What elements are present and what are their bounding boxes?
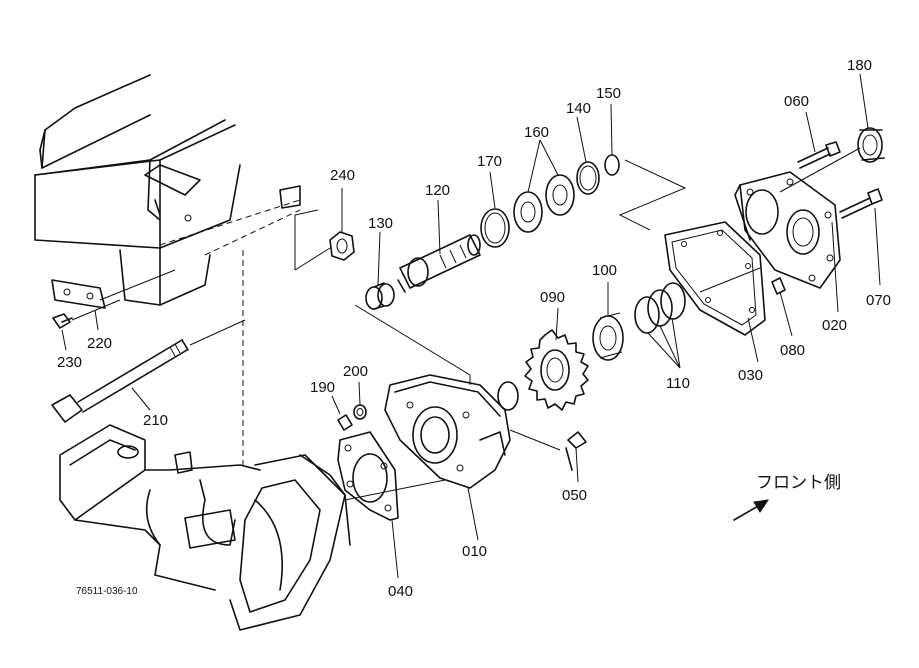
part-170-circlip [480,208,510,248]
part-080-pin [771,277,786,295]
gear-circlip [497,381,519,411]
part-050-bolt [565,431,587,471]
label-220: 220 [87,335,112,352]
part-040-gasket [337,431,399,521]
frame-hidden-line [204,209,301,256]
frame-hidden-line [159,199,301,246]
label-120: 120 [425,182,450,199]
label-070: 070 [866,292,891,309]
part-210-bolt [51,339,189,423]
transmission-housing [59,424,351,631]
part-030-gasket [664,221,766,336]
label-090: 090 [540,289,565,306]
part-090-gear [524,329,589,411]
part-160-bearings [513,174,575,233]
label-030: 030 [738,367,763,384]
label-010: 010 [462,543,487,560]
label-230: 230 [57,354,82,371]
label-180: 180 [847,57,872,74]
label-240: 240 [330,167,355,184]
front-direction-indicator: フロント側 [733,473,841,521]
part-240-nut [329,231,355,261]
label-200: 200 [343,363,368,380]
part-100-bearing [592,312,624,361]
label-170: 170 [477,153,502,170]
label-020: 020 [822,317,847,334]
label-110: 110 [666,375,690,392]
label-210: 210 [143,412,168,429]
part-number-labels: 240 130 120 170 160 140 150 060 180 070 … [57,57,891,600]
part-220-plate [51,279,106,309]
front-side-label: フロント側 [756,473,841,493]
chassis-frame [34,74,301,306]
part-130-bushing [365,282,395,310]
part-120-shaft [397,234,481,293]
part-070-bolt [839,188,883,219]
part-010-cover [384,374,511,489]
label-130: 130 [368,215,393,232]
label-150: 150 [596,85,621,102]
label-100: 100 [592,262,617,279]
drawing-number: 76511-036-10 [76,586,138,597]
label-050: 050 [562,487,587,504]
part-200-nut [353,404,367,420]
part-150-ring [604,154,620,176]
label-160: 160 [524,124,549,141]
label-040: 040 [388,583,413,600]
label-060: 060 [784,93,809,110]
part-020-rear-cover [734,171,841,289]
part-110-shims [634,282,686,334]
assembly-center-lines [71,147,861,501]
leader-lines [61,73,881,579]
part-180-seal [857,127,885,163]
part-190-bolt [337,414,353,431]
part-060-bolt [797,141,841,169]
part-140-ring [576,161,600,195]
label-080: 080 [780,342,805,359]
part-230-bolt [52,313,73,329]
label-190: 190 [310,379,335,396]
front-arrow-head [753,499,770,513]
label-140: 140 [566,100,591,117]
